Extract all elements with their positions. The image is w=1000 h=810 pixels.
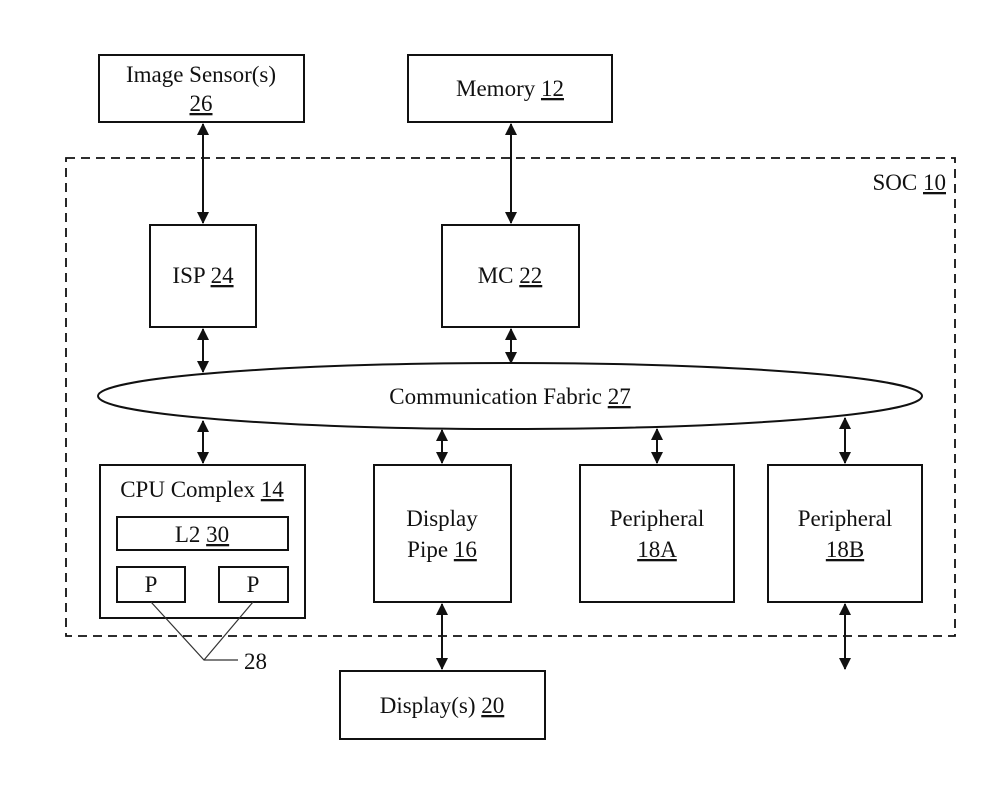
isp-label: ISP 24 <box>172 263 234 288</box>
peripheral-18b-block: Peripheral 18B <box>767 464 923 603</box>
communication-fabric-label: Communication Fabric 27 <box>389 384 630 409</box>
image-sensor-block: Image Sensor(s) 26 <box>98 54 305 123</box>
isp-block: ISP 24 <box>149 224 257 328</box>
soc-label: SOC 10 <box>873 170 947 195</box>
peripheral-18a-label: Peripheral <box>610 506 705 531</box>
display-block: Display(s) 20 <box>339 670 546 740</box>
processor-leader-lines: 28 <box>150 601 267 674</box>
memory-label: Memory 12 <box>456 76 564 101</box>
memory-controller-block: MC 22 <box>441 224 580 328</box>
image-sensor-ref: 26 <box>190 91 213 116</box>
display-pipe-block: Display Pipe 16 <box>373 464 512 603</box>
display-label: Display(s) 20 <box>380 693 505 718</box>
peripheral-18b-ref: 18B <box>826 537 864 562</box>
l2-cache-label: L2 30 <box>175 522 229 547</box>
communication-fabric: Communication Fabric 27 <box>97 362 923 430</box>
image-sensor-label: Image Sensor(s) <box>126 62 276 87</box>
memory-block: Memory 12 <box>407 54 613 123</box>
processor-ref-label: 28 <box>244 649 267 674</box>
processor-left-label: P <box>145 572 158 597</box>
processor-right-block <box>218 566 289 603</box>
peripheral-18a-block: Peripheral 18A <box>579 464 735 603</box>
processor-right-label: P <box>247 572 260 597</box>
display-pipe-label-line2: Pipe 16 <box>407 537 477 562</box>
cpu-complex-block: CPU Complex 14 L2 30 P P <box>99 464 306 619</box>
cpu-complex-label: CPU Complex 14 <box>120 477 284 502</box>
peripheral-18a-ref: 18A <box>637 537 677 562</box>
l2-cache-block <box>116 516 289 551</box>
memory-controller-label: MC 22 <box>478 263 543 288</box>
processor-left-block <box>116 566 186 603</box>
display-pipe-label-line1: Display <box>406 506 478 531</box>
peripheral-18b-label: Peripheral <box>798 506 893 531</box>
soc-boundary <box>65 157 956 637</box>
